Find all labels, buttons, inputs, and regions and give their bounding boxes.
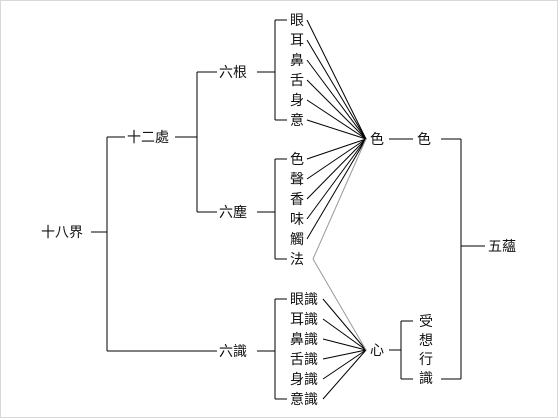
six-consciousnesses-label: 六識 — [219, 344, 247, 360]
object-item: 香 — [290, 192, 304, 208]
gray-connector-lines — [312, 138, 367, 351]
object-item: 聲 — [290, 171, 304, 188]
consciousness-item: 舌識 — [290, 352, 318, 368]
root-item: 意 — [290, 112, 304, 129]
mental-aggregates-list: 受 想 行 識 — [419, 314, 433, 387]
connector-lines — [91, 19, 485, 400]
object-item: 色 — [290, 151, 304, 168]
root-item: 鼻 — [290, 52, 304, 69]
object-item: 味 — [290, 212, 304, 228]
six-roots-label: 六根 — [219, 65, 247, 81]
six-objects-label: 六塵 — [219, 204, 247, 221]
fan-line — [306, 19, 367, 140]
object-item: 法 — [290, 252, 304, 268]
consciousness-item: 耳識 — [290, 312, 318, 328]
five-aggregates-label: 五蘊 — [488, 239, 516, 255]
object-item: 觸 — [290, 232, 304, 248]
consciousness-item: 眼識 — [290, 292, 318, 308]
aggregate-item: 受 — [419, 314, 433, 330]
six-objects-list: 色 聲 香 味 觸 法 — [290, 151, 304, 268]
form-hub-label: 色 — [370, 131, 384, 148]
consciousness-item: 鼻識 — [290, 331, 318, 348]
aggregate-item: 行 — [419, 352, 433, 368]
root-item: 眼 — [290, 13, 304, 29]
root-item: 舌 — [290, 73, 304, 89]
root-label: 十八界 — [41, 225, 83, 241]
consciousness-item: 身識 — [290, 372, 318, 388]
dharma-to-form-line — [312, 138, 367, 260]
six-roots-list: 眼 耳 鼻 舌 身 意 — [290, 13, 304, 129]
twelve-bases-label: 十二處 — [127, 130, 169, 146]
six-consciousnesses-list: 眼識 耳識 鼻識 舌識 身識 意識 — [290, 292, 318, 408]
root-item: 身 — [290, 93, 304, 109]
aggregate-item: 識 — [419, 371, 433, 387]
dharma-to-mind-line — [312, 258, 367, 351]
mind-hub-label: 心 — [370, 343, 384, 359]
aggregate-item: 想 — [419, 333, 433, 349]
form-aggregate-label: 色 — [417, 131, 431, 148]
consciousness-item: 意識 — [290, 391, 318, 408]
root-item: 耳 — [290, 33, 304, 49]
